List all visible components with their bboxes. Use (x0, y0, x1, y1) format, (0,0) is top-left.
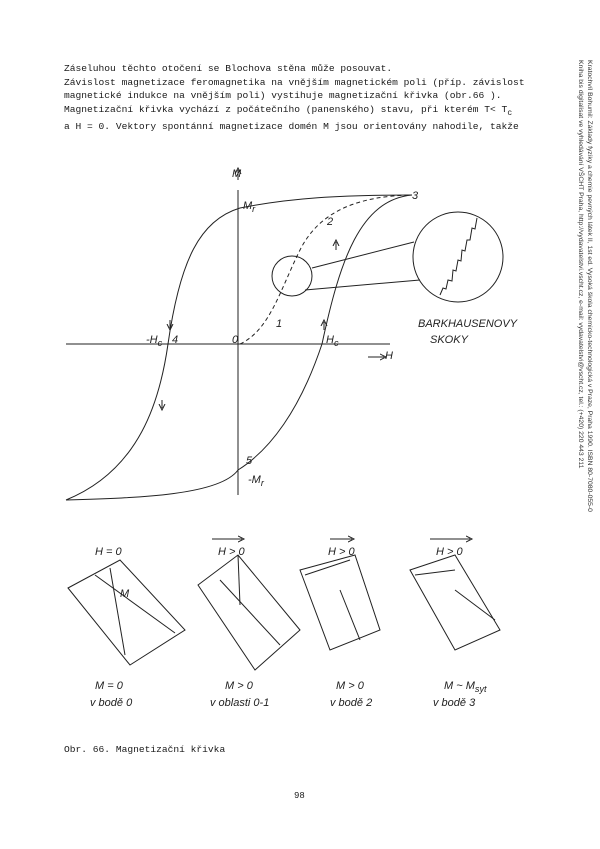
body-text: Záseluhou těchto otočení se Blochova stě… (64, 62, 544, 134)
figure-66: M H 0 Mr -Mr Hc -Hc 1 2 3 4 5 BARKHAUSEN… (0, 150, 600, 750)
domain-0-magnetization: M = 0 (95, 680, 123, 692)
neg-hc-text: -H (146, 334, 158, 346)
domain-3-field: H > 0 (436, 546, 463, 558)
neg-hc-sub: c (157, 338, 163, 349)
domain-2-magnetization: M > 0 (336, 680, 364, 692)
virgin-curve (239, 194, 413, 345)
axis-h-label: H (385, 350, 393, 362)
axis-m-label: M (232, 168, 242, 180)
barkhausen-label-2: SKOKY (430, 334, 468, 346)
body-line-3: magnetické indukce na vnějším poli) vyst… (64, 90, 502, 102)
neg-hc-label: -Hc (146, 334, 162, 348)
hc-sub: c (333, 338, 339, 349)
domain-box-0 (67, 559, 186, 666)
domain-3-mag-text: M ~ M (444, 680, 475, 692)
domain-box-3 (409, 554, 501, 651)
body-line-2: Závislost magnetizace feromagnetika na v… (64, 76, 525, 88)
domain-3-msyt: syt (474, 684, 487, 695)
body-line-1: Záseluhou těchto otočení se Blochova stě… (64, 63, 393, 74)
hysteresis-ascending-branch (65, 194, 413, 501)
domain-3-magnetization: M ~ Msyt (444, 680, 487, 694)
body-line-4: Magnetizační křivka vychází z počátečníh… (64, 103, 544, 121)
hc-label: Hc (326, 334, 339, 348)
page-number: 98 (294, 791, 305, 801)
point-1-label: 1 (276, 318, 283, 330)
body-line-4-text: Magnetizační křivka vychází z počátečníh… (64, 103, 508, 115)
domain-box-1 (197, 554, 301, 671)
point-5-label: 5 (246, 455, 253, 467)
domain-0-field: H = 0 (95, 546, 122, 558)
domain-3-state: v bodě 3 (433, 697, 476, 709)
magnifier-link-2 (304, 279, 421, 291)
mr-label: Mr (243, 200, 255, 214)
point-4-label: 4 (172, 334, 179, 346)
barkhausen-label-1: BARKHAUSENOVY (418, 318, 518, 330)
hysteresis-descending-branch (65, 194, 413, 501)
domain-2-field: H > 0 (328, 546, 355, 558)
domain-2-state: v bodě 2 (330, 697, 373, 709)
mr-text: M (243, 200, 253, 212)
mr-sub: r (252, 204, 256, 215)
domain-box-2 (299, 554, 381, 651)
barkhausen-steps (439, 217, 478, 296)
domain-0-ms: M (120, 588, 130, 600)
point-3-label: 3 (412, 190, 419, 202)
domain-1-field: H > 0 (218, 546, 245, 558)
magnifier-large (412, 211, 504, 303)
domain-1-magnetization: M > 0 (225, 680, 253, 692)
origin-label: 0 (232, 334, 239, 346)
subscript-c: c (507, 108, 513, 118)
magnifier-link-1 (311, 241, 415, 269)
body-line-5-text: a H = 0. Vektory spontánní magnetizace d… (64, 121, 519, 133)
domain-0-state: v bodě 0 (90, 697, 133, 709)
body-line-5: a H = 0. Vektory spontánní magnetizace d… (64, 120, 544, 134)
point-2-label: 2 (327, 216, 334, 228)
figure-caption: Obr. 66. Magnetizační křivka (64, 744, 226, 755)
domain-1-state: v oblasti 0-1 (210, 697, 270, 709)
hc-text: H (326, 334, 334, 346)
figure-drawing (65, 150, 504, 671)
neg-mr-text: -M (248, 474, 261, 486)
neg-mr-sub: r (260, 478, 264, 489)
magnifier-small (271, 255, 313, 297)
neg-mr-label: -Mr (248, 474, 264, 488)
